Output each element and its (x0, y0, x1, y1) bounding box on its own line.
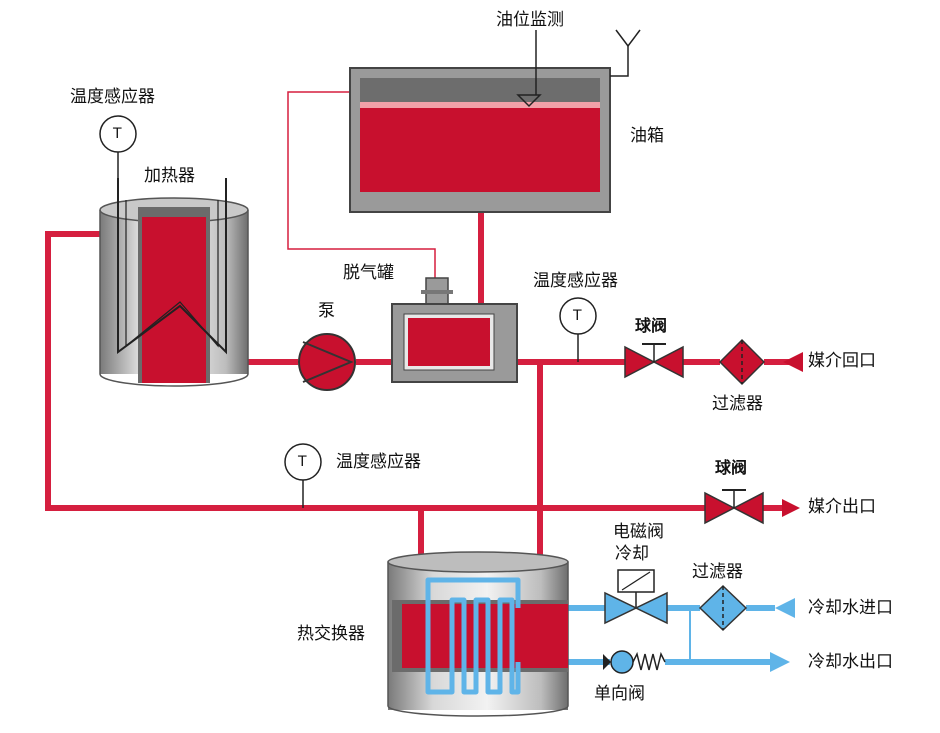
sensor-t-symbol: T (298, 454, 307, 470)
check-valve-label: 单向阀 (594, 684, 645, 704)
sensor-t-symbol: T (573, 308, 582, 324)
heater (99, 152, 249, 387)
ball-valve-return-label: 球阀 (635, 316, 668, 335)
oil-tank (349, 29, 641, 213)
solenoid-valve-label: 电磁阀 (613, 522, 664, 542)
medium-return-label: 媒介回口 (808, 351, 876, 371)
ball-valve-return[interactable] (624, 343, 684, 379)
temp-sensor-right-label: 温度感应器 (533, 271, 618, 291)
oil-pipes (45, 212, 790, 562)
filter-return (718, 338, 766, 386)
water-in-arrow (775, 598, 795, 618)
spring-icon (632, 651, 666, 671)
sensor-t-symbol: T (113, 126, 122, 142)
filter-cooling-label: 过滤器 (692, 562, 743, 582)
vent-pipe (610, 46, 629, 77)
vent-line (287, 91, 436, 278)
pump-icon (302, 341, 354, 383)
filter-cooling (698, 584, 748, 632)
degas-tank (391, 277, 518, 383)
water-out-arrow (770, 652, 790, 672)
degas-tank-label: 脱气罐 (343, 263, 394, 283)
ball-valve-out[interactable] (704, 489, 764, 525)
check-valve (603, 650, 666, 674)
temp-sensor-bottom (284, 443, 322, 508)
temp-sensor-heater-label: 温度感应器 (70, 87, 155, 107)
heater-label: 加热器 (144, 166, 195, 186)
return-inlet-arrow (783, 352, 803, 372)
cooling-water-in-label: 冷却水进口 (808, 598, 893, 618)
heat-exchanger (387, 551, 569, 717)
pump[interactable] (298, 333, 356, 391)
cooling-water-out-label: 冷却水出口 (808, 652, 893, 672)
temp-sensor-right (559, 297, 597, 362)
filter-return-label: 过滤器 (712, 394, 763, 414)
cooling-coil (425, 577, 521, 695)
vent-cap-icon (615, 29, 641, 48)
heating-element (117, 178, 227, 355)
temp-sensor-bottom-label: 温度感应器 (336, 452, 421, 472)
pump-label: 泵 (318, 301, 335, 321)
outlet-arrow (782, 499, 800, 517)
oil-level-monitor-label: 油位监测 (496, 10, 564, 30)
level-marker-icon (516, 94, 542, 108)
heat-exchanger-label: 热交换器 (297, 624, 365, 644)
solenoid-valve[interactable] (604, 569, 668, 625)
cooling-label: 冷却 (615, 544, 649, 564)
temp-sensor-heater (99, 115, 137, 153)
ball-valve-out-label: 球阀 (715, 458, 748, 477)
oil-tank-label: 油箱 (630, 126, 664, 146)
medium-out-label: 媒介出口 (808, 497, 876, 517)
